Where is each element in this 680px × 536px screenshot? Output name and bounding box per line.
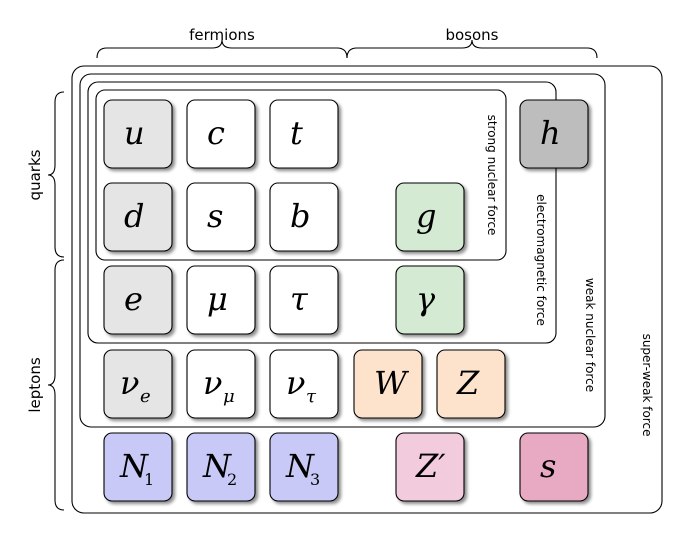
particle-symbol-t: t [290,114,303,152]
particle-box-s [186,182,256,252]
bosons-brace [346,39,598,59]
quarks-brace [47,91,65,258]
particle-subscript-N2: 2 [227,470,237,489]
particle-tile-d: d [103,182,173,252]
particle-tile-t: t [269,99,339,169]
strong-nuclear-force-label: strong nuclear force [485,115,499,236]
particle-symbol-u: u [124,114,145,152]
electromagnetic-force-frame [87,81,557,344]
particle-symbol-mu: μ [207,280,228,318]
particle-box-N1 [103,432,173,502]
particle-symbol-nue: ν [120,364,139,402]
particle-subscript-numu: μ [223,386,235,407]
leptons-brace [47,259,65,511]
particle-symbol-s: s [207,197,223,235]
particle-tile-N2: N2 [186,432,256,502]
fermions-label: fermions [189,26,255,44]
particle-subscript-N3: 3 [310,470,320,489]
particle-tile-Z: Z [436,349,506,419]
particle-subscript-N1: 1 [144,470,154,489]
particle-tile-sscalar: s [519,432,589,502]
particle-box-t [269,99,339,169]
super-weak-force-frame [71,65,663,514]
particle-tile-tau: τ [269,265,339,335]
particle-symbol-g: g [416,197,436,235]
particle-tile-s: s [186,182,256,252]
particle-box-N2 [186,432,256,502]
particle-tile-u: u [103,99,173,169]
particle-symbol-c: c [207,114,225,152]
particle-box-sscalar [519,432,589,502]
particle-box-c [186,99,256,169]
particle-tile-Zp: Z′ [395,432,465,502]
particle-tile-g: g [395,182,465,252]
particle-tile-c: c [186,99,256,169]
particle-box-tau [269,265,339,335]
particle-subscript-nue: e [140,386,151,407]
particle-tile-h: h [519,99,589,169]
particle-box-g [395,182,465,252]
particle-symbol-gamma: γ [416,280,436,318]
particle-symbol-b: b [290,197,310,235]
particle-symbol-Zp: Z′ [415,447,446,485]
particle-tile-mu: μ [186,265,256,335]
particle-box-h [519,99,589,169]
particle-symbol-Z: Z [456,364,480,402]
particle-box-gamma [395,265,465,335]
particle-box-nutau [269,349,339,419]
particle-symbol-nutau: ν [286,364,305,402]
strong-nuclear-force-frame [95,89,507,261]
particle-symbol-numu: ν [203,364,222,402]
leptons-label: leptons [26,357,44,412]
particle-symbol-h: h [540,114,561,152]
particle-box-Z [436,349,506,419]
particle-tile-b: b [269,182,339,252]
particle-symbol-sscalar: s [540,447,556,485]
particle-symbol-d: d [124,197,144,235]
particle-box-u [103,99,173,169]
particle-tile-N3: N3 [269,432,339,502]
particle-tile-W: W [353,349,423,419]
weak-nuclear-force-frame [79,73,606,428]
particle-symbol-N1: N [119,447,149,485]
particle-symbol-tau: τ [290,280,309,318]
bosons-label: bosons [445,26,498,44]
weak-nuclear-force-label: weak nuclear force [583,278,597,392]
particle-box-numu [186,349,256,419]
particle-tile-e: e [103,265,173,335]
particle-box-b [269,182,339,252]
particle-box-Zp [395,432,465,502]
particle-symbol-N2: N [202,447,232,485]
particle-symbol-N3: N [285,447,315,485]
particle-box-d [103,182,173,252]
super-weak-force-label: super-weak force [640,334,654,437]
particle-symbol-e: e [124,280,143,318]
particle-box-N3 [269,432,339,502]
particle-box-e [103,265,173,335]
particle-box-nue [103,349,173,419]
fermions-brace [96,39,348,59]
particle-box-W [353,349,423,419]
electromagnetic-force-label: electromagnetic force [534,194,548,326]
particle-symbol-W: W [374,364,410,402]
particle-tile-N1: N1 [103,432,173,502]
particle-tile-gamma: γ [395,265,465,335]
particle-subscript-nutau: τ [306,386,317,407]
particle-box-mu [186,265,256,335]
quarks-label: quarks [26,149,44,200]
